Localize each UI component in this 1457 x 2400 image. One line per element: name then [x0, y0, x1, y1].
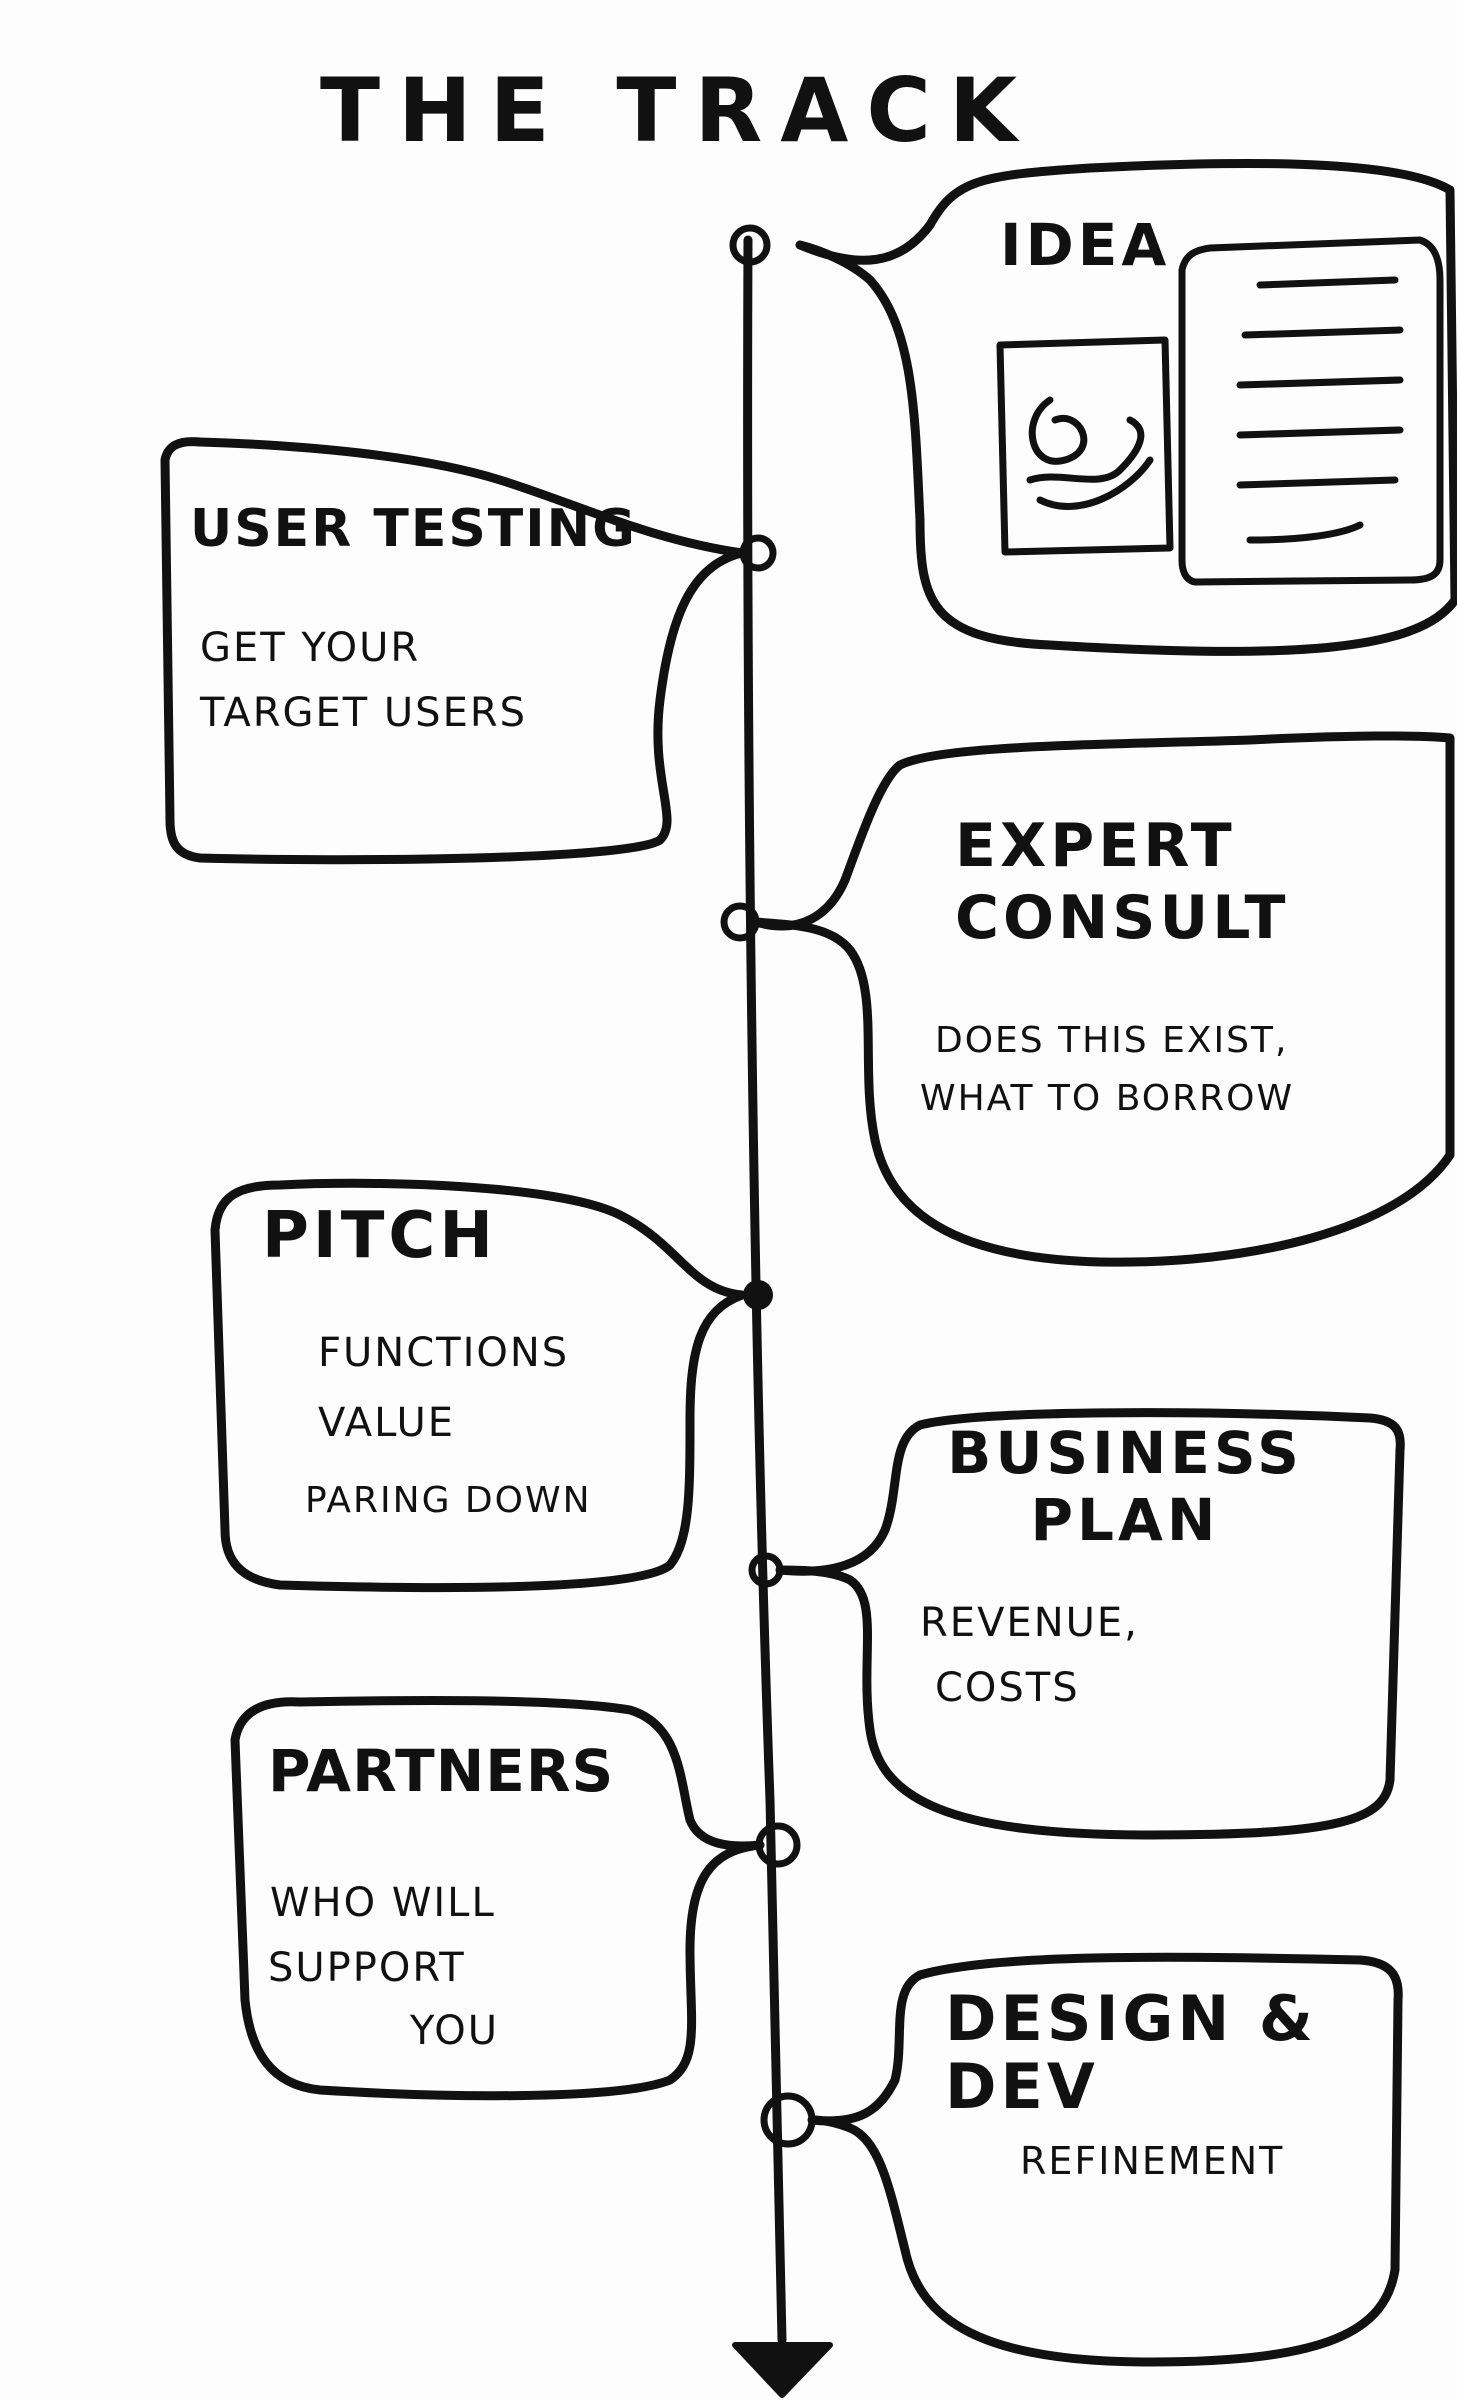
node-pitch [743, 1280, 773, 1310]
idea-photo-frame [996, 336, 1174, 556]
bubble-idea [795, 158, 1457, 656]
stage-note-pitch-3: PARING DOWN [305, 1480, 592, 1521]
stage-title-idea: IDEA [1000, 211, 1171, 279]
stage-note-partners-1: WHO WILL [270, 1880, 496, 1926]
page-title: THE TRACK [320, 59, 1036, 162]
stage-title-design-dev: DESIGN & DEV [945, 1982, 1317, 2124]
bubble-partners [230, 1695, 765, 2101]
idea-photo-figure [1026, 396, 1154, 510]
stage-note-expert-consult-2: WHAT TO BORROW [920, 1078, 1295, 1119]
node-partners [755, 1822, 801, 1868]
track-line [743, 235, 787, 2345]
stage-note-user-testing-1: GET YOUR [200, 625, 421, 671]
stage-title-partners: PARTNERS [268, 1737, 615, 1805]
stage-note-pitch-2: VALUE [318, 1400, 456, 1446]
stage-note-business-plan-2: COSTS [935, 1665, 1080, 1711]
stage-title-pitch: PITCH [262, 1199, 497, 1273]
stage-title-user-testing: USER TESTING [190, 499, 637, 559]
track-arrow-head [732, 2342, 833, 2398]
stage-title-business-plan: BUSINESS PLAN [947, 1419, 1303, 1554]
stage-note-partners-2: SUPPORT [268, 1945, 466, 1991]
stage-note-partners-3: YOU [410, 2008, 500, 2054]
node-design-dev [760, 2092, 816, 2148]
node-idea [729, 224, 771, 266]
idea-document [1178, 236, 1444, 586]
idea-document-lines [1236, 276, 1404, 544]
stage-note-business-plan-1: REVENUE, [920, 1600, 1139, 1646]
stage-note-design-dev-1: REFINEMENT [1020, 2139, 1285, 2183]
stage-note-expert-consult-1: DOES THIS EXIST, [935, 1020, 1289, 1061]
bubble-user-testing [160, 437, 747, 865]
bubble-design-dev [807, 1952, 1403, 2367]
stage-note-pitch-1: FUNCTIONS [318, 1330, 570, 1376]
bubble-expert-consult [751, 731, 1455, 1267]
bubble-business-plan [775, 1408, 1405, 1840]
bubble-pitch [210, 1178, 747, 1593]
stage-title-expert-consult-1: EXPERT CONSULT [955, 811, 1290, 953]
stage-note-user-testing-2: TARGET USERS [200, 690, 528, 736]
